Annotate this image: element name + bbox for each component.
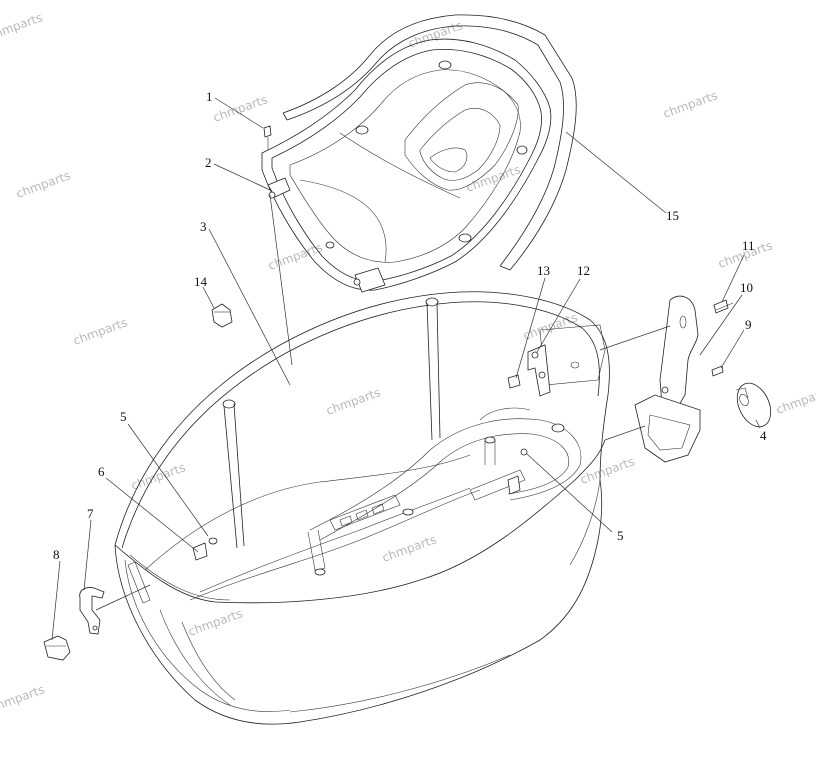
callout-13: 13 <box>537 263 550 278</box>
watermark: chmparts <box>266 240 324 273</box>
latch-clip-part <box>79 587 105 635</box>
boss <box>355 125 369 135</box>
callout-8: 8 <box>53 547 60 562</box>
boss <box>516 145 528 155</box>
boss <box>314 568 326 576</box>
callout-9: 9 <box>745 317 752 332</box>
hinge-bracket-part <box>507 344 551 397</box>
watermark: chmparts <box>186 606 244 639</box>
callout-5: 5 <box>617 528 624 543</box>
screw-part <box>263 125 272 150</box>
callout-2: 2 <box>205 155 212 170</box>
watermark: chmparts <box>129 460 187 493</box>
boss <box>438 60 452 70</box>
watermark: chmparts <box>0 10 44 43</box>
lid-frame-part <box>261 38 552 293</box>
cap-part <box>211 303 233 328</box>
boss <box>551 423 565 433</box>
seal-strip-part <box>282 14 577 271</box>
latch-button-part <box>43 635 71 661</box>
watermark: chmparts <box>661 88 719 121</box>
hinge-tab <box>354 267 386 293</box>
watermark: chmparts <box>0 682 46 715</box>
pin-part <box>711 365 724 377</box>
leader-lines <box>51 97 761 641</box>
callout-7: 7 <box>87 506 94 521</box>
watermark: chmparts <box>464 162 522 195</box>
watermark: chmparts <box>71 315 129 348</box>
callout-15: 15 <box>666 208 679 223</box>
boss <box>402 508 414 516</box>
callout-10: 10 <box>740 280 753 295</box>
watermark: chmparts <box>521 310 579 343</box>
boss <box>458 233 472 243</box>
callout-6: 6 <box>98 464 105 479</box>
watermark: chmparts <box>578 454 636 487</box>
boss <box>325 241 335 249</box>
fastener-part <box>192 448 528 561</box>
boss <box>484 436 496 444</box>
bolt-part <box>713 299 734 314</box>
watermark: chmparts <box>211 92 269 125</box>
callout-11: 11 <box>742 238 755 253</box>
callout-5: 5 <box>120 409 127 424</box>
callout-4: 4 <box>760 428 767 443</box>
nut <box>507 374 521 389</box>
watermarks: chmparts chmparts chmparts chmparts chmp… <box>0 10 816 715</box>
callout-12: 12 <box>577 263 590 278</box>
watermark: chmparts <box>324 385 382 418</box>
watermark: chmparts <box>14 168 72 201</box>
callout-3: 3 <box>200 219 207 234</box>
callout-1: 1 <box>206 89 213 104</box>
callout-14: 14 <box>194 274 208 289</box>
watermark: chmparts <box>774 384 816 417</box>
washer-part <box>735 382 772 428</box>
side-mount-part <box>634 295 701 463</box>
callout-labels: 1 2 3 4 5 5 6 7 8 9 10 11 12 13 14 15 <box>53 89 767 562</box>
case-body-part <box>114 291 610 725</box>
watermark: chmparts <box>380 532 438 565</box>
